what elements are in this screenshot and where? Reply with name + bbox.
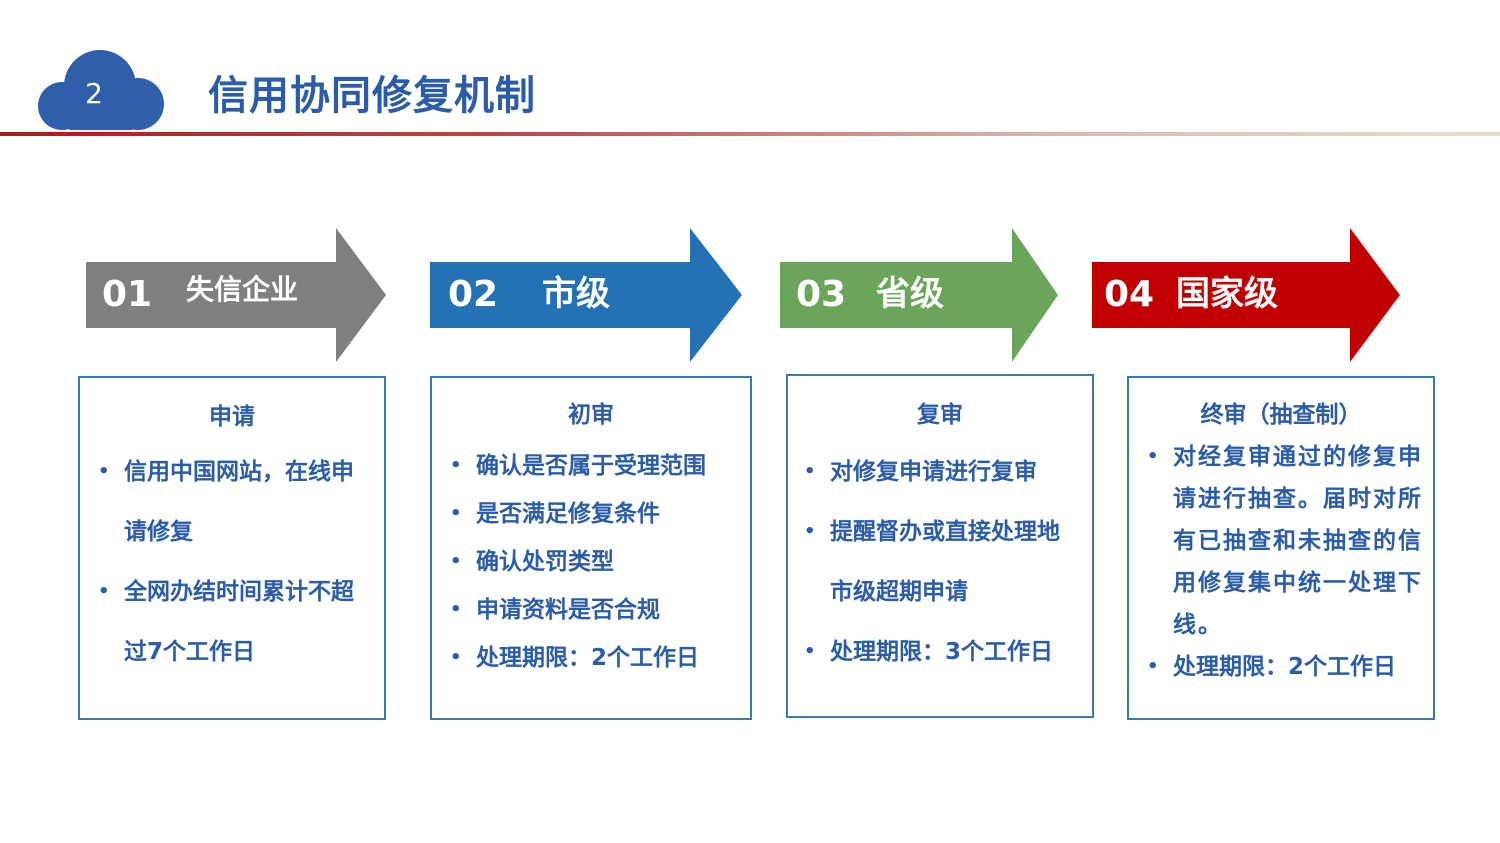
arrow-shape	[780, 228, 1058, 362]
bullet-item: 处理期限：2个工作日	[450, 634, 744, 682]
bullet-item: 是否满足修复条件	[450, 490, 744, 538]
bullet-item: 信用中国网站，在线申请修复	[98, 442, 370, 562]
bullet-item: 申请资料是否合规	[450, 586, 744, 634]
bullet-item: 全网办结时间累计不超过7个工作日	[98, 562, 370, 682]
arrow-shape	[1092, 228, 1400, 362]
card-bullets: 对修复申请进行复审 提醒督办或直接处理地市级超期申请 处理期限：3个工作日	[804, 442, 1082, 682]
card-title: 复审	[917, 402, 963, 428]
step-arrow-3: 03 省级	[780, 228, 1058, 362]
bullet-item: 对经复审通过的修复申请进行抽查。届时对所有已抽查和未抽查的信用修复集中统一处理下…	[1147, 436, 1423, 646]
bullet-item: 确认处罚类型	[450, 538, 744, 586]
card-re-review: 复审 对修复申请进行复审 提醒督办或直接处理地市级超期申请 处理期限：3个工作日	[786, 374, 1094, 718]
bullet-item: 处理期限：2个工作日	[1147, 646, 1423, 688]
step-label: 国家级	[1176, 274, 1278, 314]
card-bullets: 信用中国网站，在线申请修复 全网办结时间累计不超过7个工作日	[98, 442, 370, 682]
card-bullets: 确认是否属于受理范围 是否满足修复条件 确认处罚类型 申请资料是否合规 处理期限…	[450, 442, 744, 682]
step-label: 失信企业	[186, 273, 299, 306]
page-title: 信用协同修复机制	[208, 73, 536, 119]
card-title: 申请	[209, 404, 255, 430]
bullet-item: 确认是否属于受理范围	[450, 442, 744, 490]
slide-number: 2	[85, 77, 103, 110]
step-label: 省级	[876, 274, 944, 314]
card-title: 初审	[568, 402, 614, 428]
step-number: 03	[796, 274, 847, 315]
step-arrow-4: 04 国家级	[1092, 228, 1400, 362]
header-divider	[0, 132, 1500, 136]
bullet-item: 处理期限：3个工作日	[804, 622, 1082, 682]
card-apply: 申请 信用中国网站，在线申请修复 全网办结时间累计不超过7个工作日	[78, 376, 386, 720]
step-number: 02	[448, 274, 499, 315]
arrow-shape	[430, 228, 742, 362]
bullet-item: 提醒督办或直接处理地市级超期申请	[804, 502, 1082, 622]
step-arrow-1: 01 失信企业	[86, 228, 386, 362]
cloud-icon	[38, 50, 164, 130]
card-final-review: 终审（抽查制） 对经复审通过的修复申请进行抽查。届时对所有已抽查和未抽查的信用修…	[1127, 376, 1435, 720]
card-initial-review: 初审 确认是否属于受理范围 是否满足修复条件 确认处罚类型 申请资料是否合规 处…	[430, 376, 752, 720]
step-number: 04	[1104, 274, 1155, 315]
step-arrow-2: 02 市级	[430, 228, 742, 362]
step-label: 市级	[542, 274, 610, 314]
arrow-shape	[86, 228, 386, 362]
bullet-item: 对修复申请进行复审	[804, 442, 1082, 502]
card-title: 终审（抽查制）	[1200, 402, 1362, 428]
card-bullets: 对经复审通过的修复申请进行抽查。届时对所有已抽查和未抽查的信用修复集中统一处理下…	[1147, 436, 1423, 688]
step-number: 01	[102, 274, 153, 315]
